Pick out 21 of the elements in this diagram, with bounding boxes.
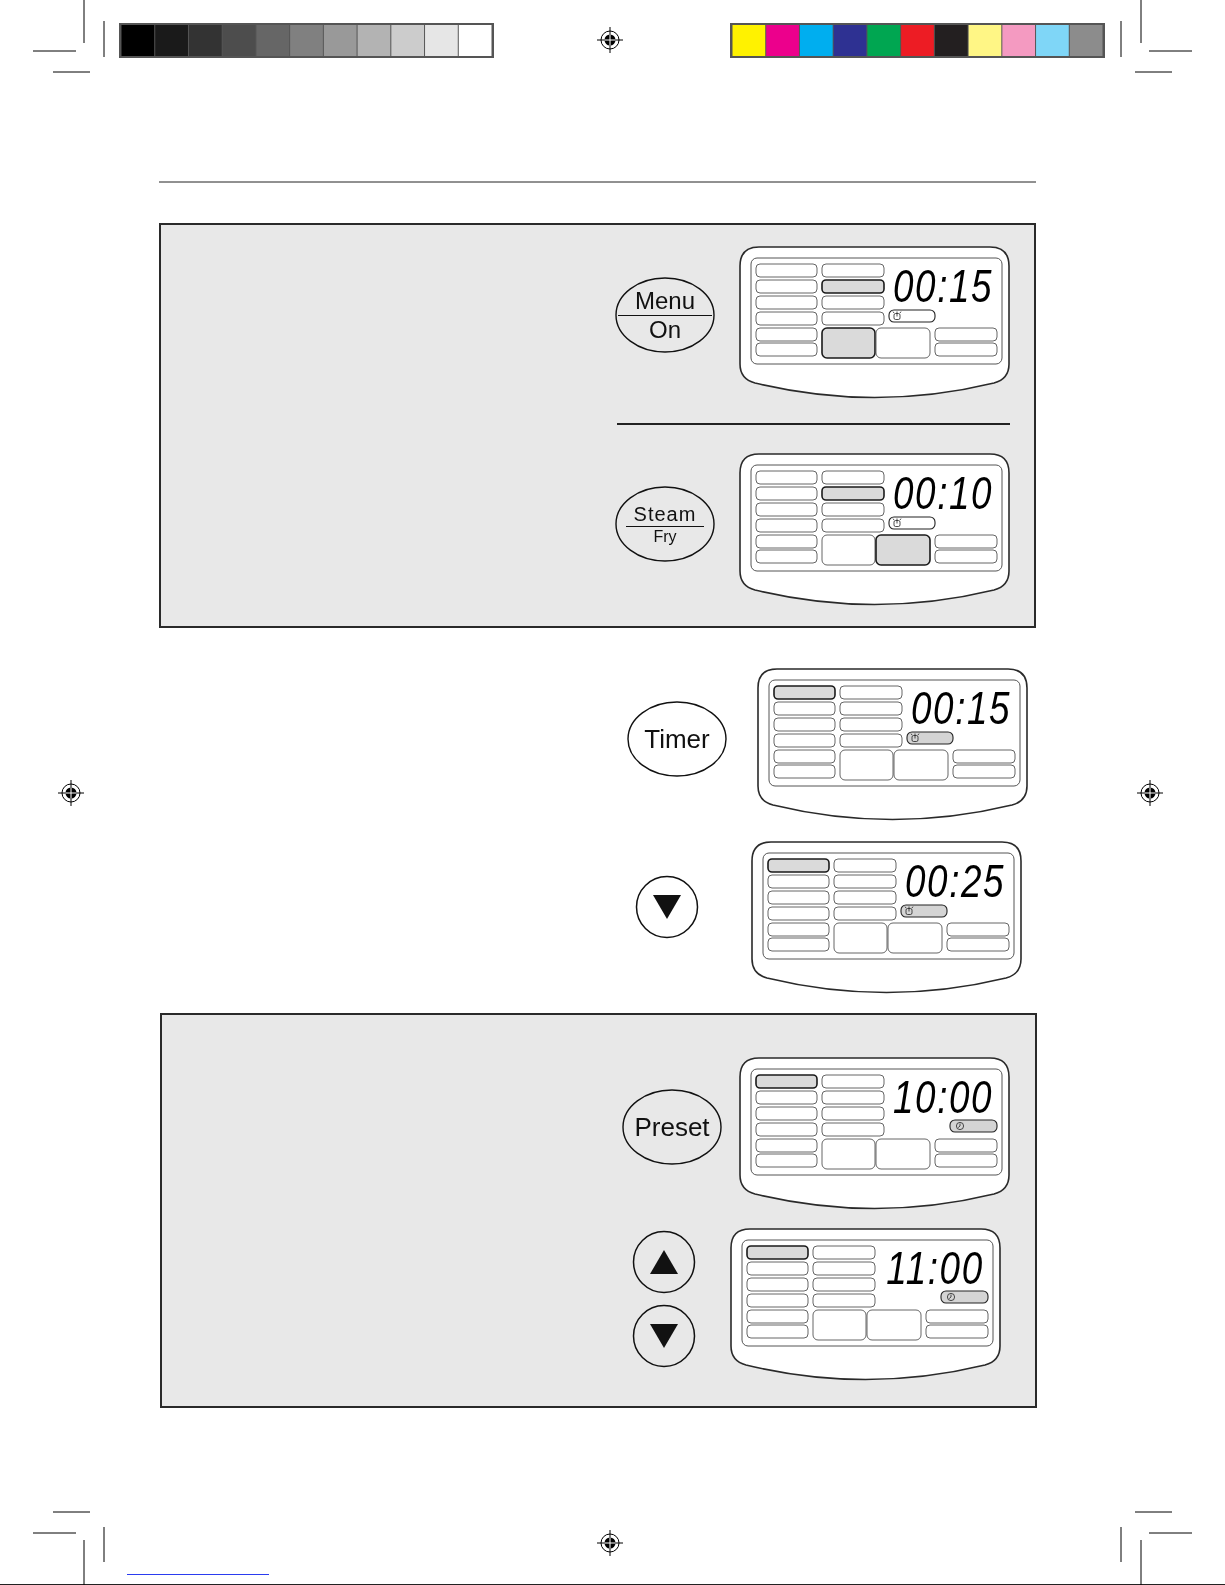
time-readout: 00:15 [910,685,1011,731]
timer-button: Timer [627,701,727,777]
time-readout: 11:00 [886,1245,984,1291]
lcd-display [730,1228,1001,1381]
lcd-display [739,1057,1010,1210]
mode-button: Steam Fry [615,486,715,562]
down-button [635,875,699,939]
instruction-panel [160,1013,1037,1408]
up-button [632,1230,696,1294]
time-readout: 00:25 [904,858,1005,904]
time-readout: 00:10 [892,470,993,516]
lcd-display [751,841,1022,994]
lcd-display [739,246,1010,399]
lcd-display [757,668,1028,821]
time-readout: 10:00 [892,1074,993,1120]
preset-button: Preset [622,1089,722,1165]
instruction-panel [159,223,1036,628]
down-button [632,1304,696,1368]
lcd-display [739,453,1010,606]
mode-button: Menu On [615,277,715,353]
time-readout: 00:15 [892,263,993,309]
